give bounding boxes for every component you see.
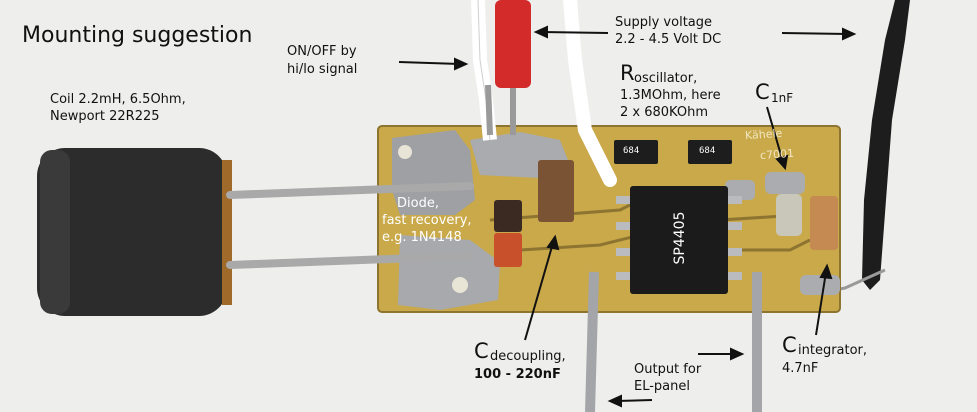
white-wire-right xyxy=(563,0,617,187)
solder-pad xyxy=(392,130,475,215)
roscillator-label-line2: 1.3MOhm, here xyxy=(620,88,721,103)
red-wire xyxy=(495,0,531,88)
roscillator-label-line1: oscillator, xyxy=(634,71,698,86)
cdecoupling-label: decoupling, xyxy=(490,349,566,364)
solder-pad xyxy=(725,180,755,200)
output-lead-left xyxy=(585,271,599,412)
capacitor-1nf xyxy=(776,194,802,236)
supply-label-line2: 2.2 - 4.5 Volt DC xyxy=(615,32,722,47)
silkscreen-line2: c7001 xyxy=(759,146,795,163)
onoff-label-line2: hi/lo signal xyxy=(287,62,358,77)
cintegrator-symbol: C xyxy=(782,333,797,357)
cintegrator-value: 4.7nF xyxy=(782,361,819,376)
chip-label: SP4405 xyxy=(672,211,688,265)
solder-pad xyxy=(765,172,805,194)
trace xyxy=(519,233,641,252)
resistor-2 xyxy=(688,140,732,164)
coil-end xyxy=(40,150,70,314)
coil-body xyxy=(37,148,227,316)
capacitor-integrator xyxy=(810,196,838,250)
coil-lead-bottom xyxy=(226,252,474,269)
supply-label-line1: Supply voltage xyxy=(615,15,713,30)
resistor-1 xyxy=(614,140,658,164)
trace xyxy=(720,238,811,252)
coil-label-line2: Newport 22R225 xyxy=(50,109,160,124)
solder-pad xyxy=(800,275,840,295)
ic-chip xyxy=(630,186,728,294)
page-title: Mounting suggestion xyxy=(22,23,253,48)
white-wire-lead xyxy=(485,84,493,136)
c-value: 1nF xyxy=(771,91,794,105)
roscillator-label-line3: 2 x 680KOhm xyxy=(620,105,708,120)
silkscreen-line1: Kähele xyxy=(744,126,783,143)
coil-winding xyxy=(222,160,232,305)
coil-label-line1: Coil 2.2mH, 6.5Ohm, xyxy=(50,92,186,107)
coil-lead-top xyxy=(226,182,474,199)
cdecoupling-symbol: C xyxy=(474,339,489,363)
output-label-line1: Output for xyxy=(634,362,702,377)
diode-red xyxy=(494,233,522,267)
diode-label-line2: fast recovery, xyxy=(382,213,472,228)
cintegrator-label: integrator, xyxy=(798,343,868,358)
output-label-line2: EL-panel xyxy=(634,379,690,394)
diode-label-line3: e.g. 1N4148 xyxy=(382,230,462,245)
resistor-2-code: 684 xyxy=(699,146,716,156)
mount-hole xyxy=(398,145,412,159)
diode-label-line1: Diode, xyxy=(397,196,439,211)
roscillator-symbol: R xyxy=(620,61,635,85)
onoff-label-line1: ON/OFF by xyxy=(287,44,357,59)
diode-body xyxy=(494,200,522,232)
black-cable xyxy=(862,0,910,290)
annotation-arrows xyxy=(398,25,857,408)
resistor-1-code: 684 xyxy=(623,146,640,156)
cdecoupling-value: 100 - 220nF xyxy=(474,367,561,382)
capacitor-decoupling xyxy=(538,160,574,222)
c-symbol: C xyxy=(755,80,770,104)
mount-hole xyxy=(452,277,468,293)
